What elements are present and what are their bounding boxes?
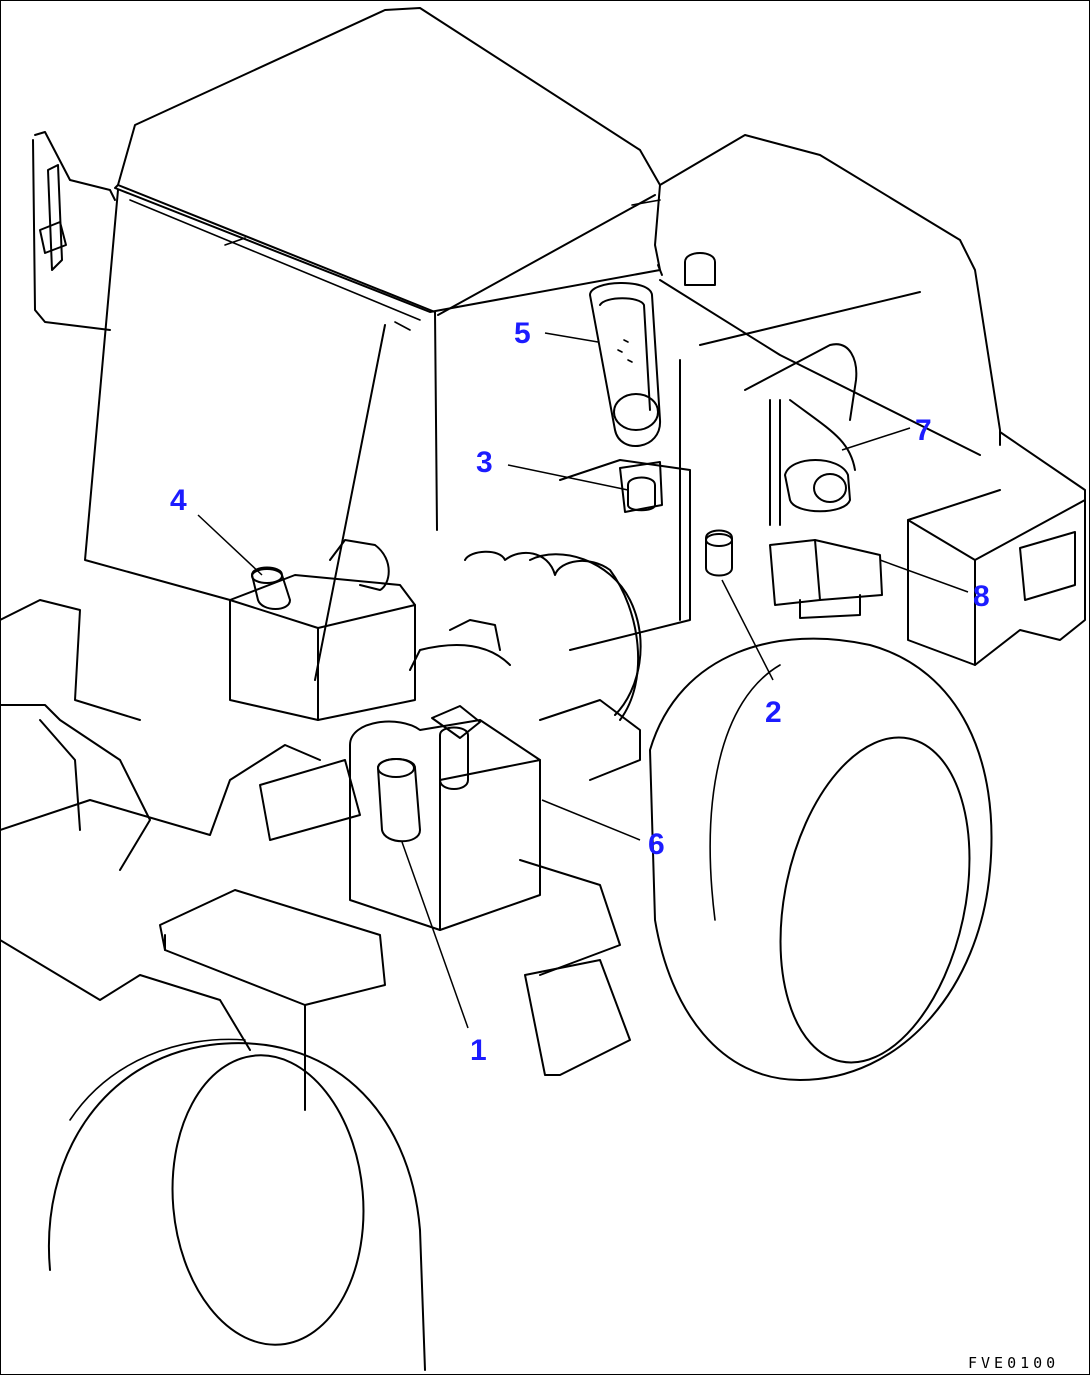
callout-4: 4 xyxy=(170,484,187,517)
callout-5: 5 xyxy=(514,317,531,350)
leader-8 xyxy=(879,559,969,593)
coolant-tank xyxy=(229,539,416,721)
filter-4 xyxy=(251,566,291,610)
air-cleaner-element xyxy=(589,282,662,447)
hydraulic-tank xyxy=(349,719,541,931)
cab-outline xyxy=(84,7,663,681)
leader-4 xyxy=(197,514,263,576)
rear-box xyxy=(907,431,1086,666)
filter-1 xyxy=(377,758,421,843)
leader-lines xyxy=(197,332,969,1029)
water-separator-8 xyxy=(769,539,883,619)
leader-7 xyxy=(841,427,911,451)
engine-hood xyxy=(659,134,1001,621)
front-tire xyxy=(47,1038,426,1371)
filter-2 xyxy=(705,529,733,577)
callout-1: 1 xyxy=(470,1034,487,1067)
callout-7: 7 xyxy=(915,414,932,447)
callout-3: 3 xyxy=(476,446,493,479)
mirror-bracket xyxy=(32,131,116,331)
leader-3 xyxy=(507,464,629,491)
filter-3 xyxy=(619,461,663,513)
callout-2: 2 xyxy=(765,696,782,729)
filter-6 xyxy=(431,705,481,790)
leader-5 xyxy=(544,332,599,343)
engine-block xyxy=(409,459,691,781)
leader-2 xyxy=(721,579,774,681)
fuel-pipes xyxy=(769,399,856,526)
leader-1 xyxy=(401,841,469,1029)
front-frame xyxy=(0,599,631,1111)
callout-6: 6 xyxy=(648,828,665,861)
rear-tire xyxy=(649,637,993,1081)
filter-7 xyxy=(784,459,851,513)
leader-6 xyxy=(541,799,641,841)
callout-8: 8 xyxy=(973,580,990,613)
callout-labels: 1 2 3 4 5 6 7 8 xyxy=(170,317,990,1067)
drawing-code: FVE0100 xyxy=(968,1354,1059,1372)
